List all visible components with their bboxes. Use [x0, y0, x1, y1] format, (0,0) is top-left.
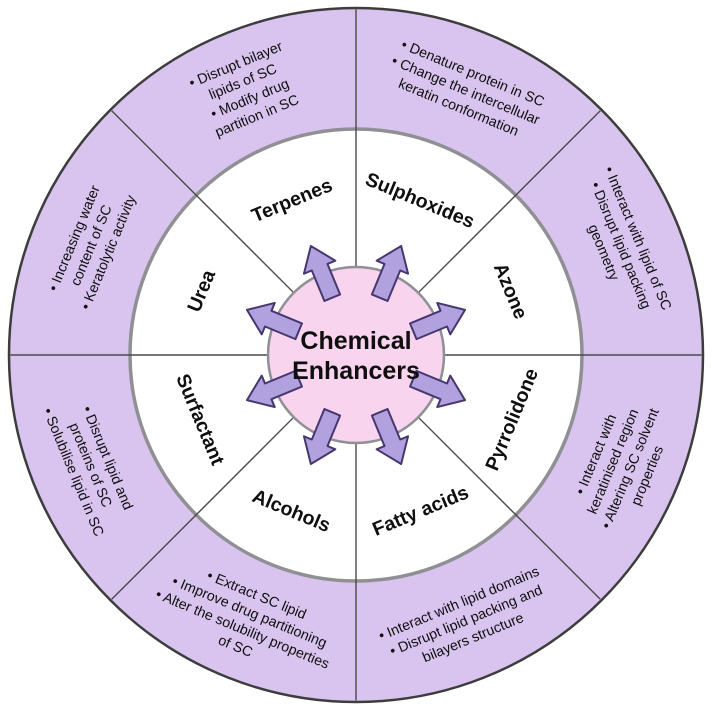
radial-arrow-icon	[245, 369, 303, 409]
radial-arrow-icon	[409, 369, 467, 409]
divider-line	[416, 110, 601, 295]
divider-line	[416, 415, 601, 600]
radial-arrow-icon	[302, 244, 342, 302]
center-circle	[266, 265, 446, 445]
radial-arrow-icon	[302, 408, 342, 466]
divider-line	[111, 110, 296, 295]
radial-arrow-icon	[245, 301, 303, 341]
radial-arrow-icon	[370, 408, 410, 466]
radial-arrow-icon	[370, 244, 410, 302]
divider-line	[111, 415, 296, 600]
radial-arrow-icon	[409, 301, 467, 341]
